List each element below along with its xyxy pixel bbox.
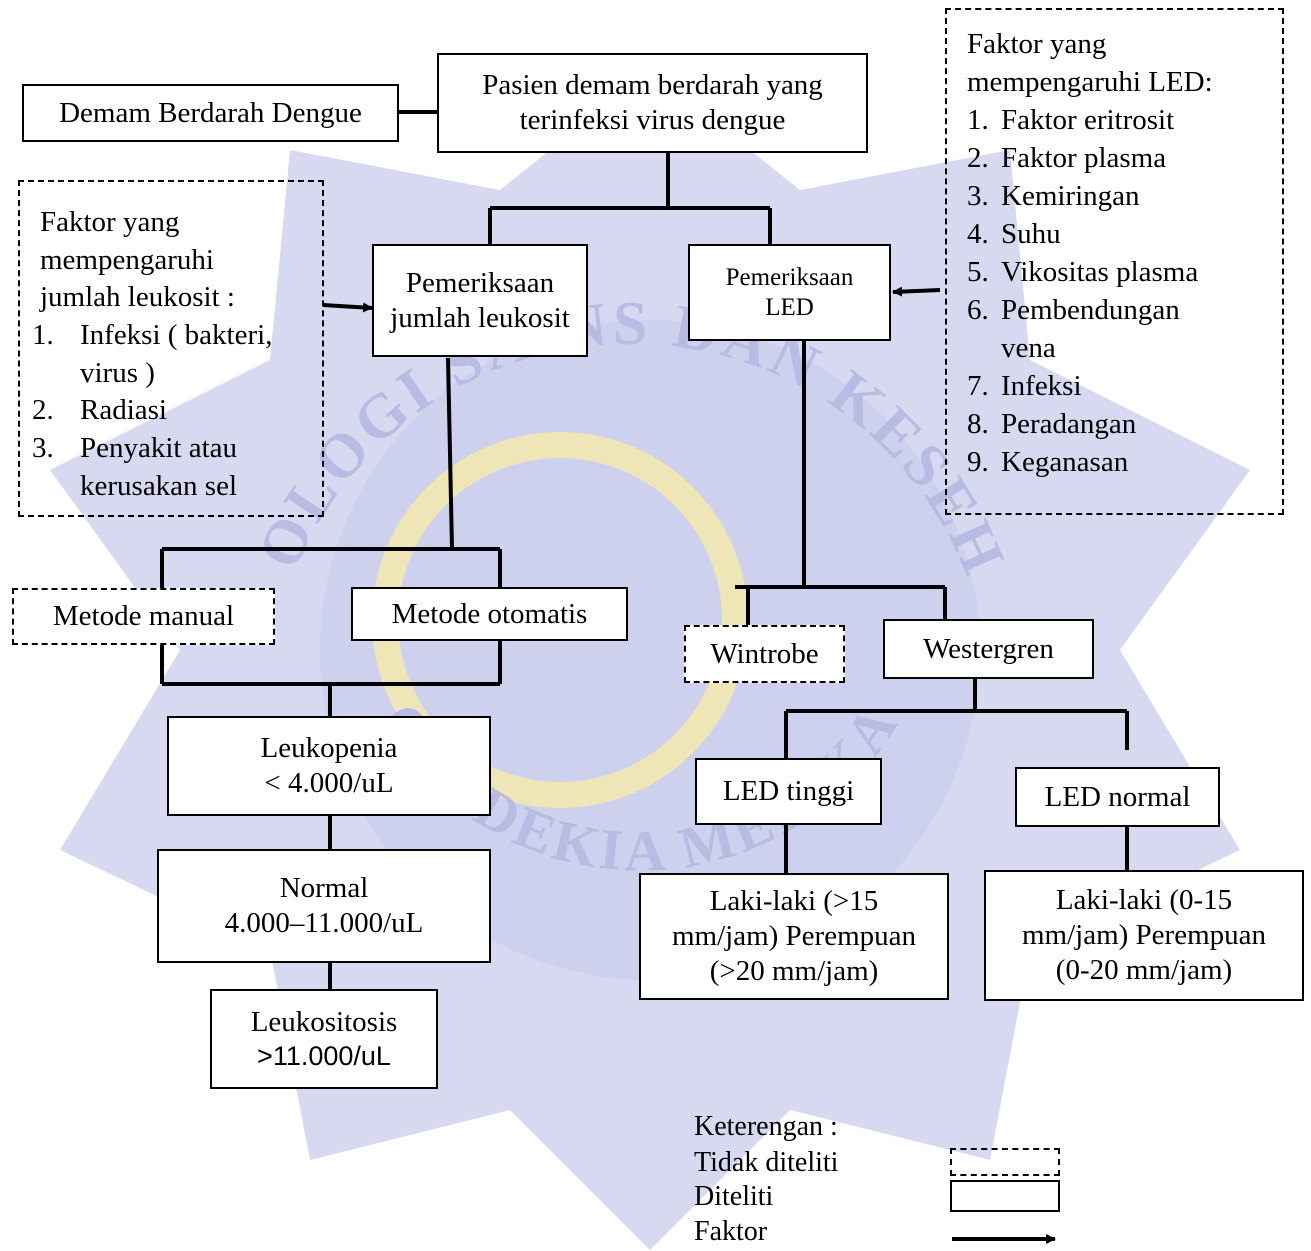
legend-studied-label: Diteliti [694, 1181, 774, 1212]
led-factor-item: 1. Faktor eritrosit [967, 102, 1276, 140]
leukosit-factor-number: 2. [32, 394, 54, 427]
node-led-normal-values-line1: Laki-laki (0-15 [1055, 884, 1233, 917]
node-pemeriksaan-leukosit-line1: Pemeriksaan [405, 266, 555, 299]
node-demam-berdarah-dengue: Demam Berdarah Dengue [22, 84, 399, 142]
legend-title: Keterengan : [694, 1111, 838, 1142]
node-pemeriksaan-led-line1: Pemeriksaan [725, 263, 854, 291]
led-factors-title-line2: mempengaruhi LED: [967, 65, 1213, 98]
led-factor-item: 3. Kemiringan [967, 178, 1276, 216]
node-led-tinggi-values: Laki-laki (>15 mm/jam) Perempuan (>20 mm… [639, 873, 949, 1000]
node-pemeriksaan-leukosit-line2: jumlah leukosit [390, 301, 570, 334]
node-leukositosis: Leukositosis >11.000/uL [210, 989, 438, 1089]
node-led-tinggi-values-line3: (>20 mm/jam) [709, 954, 879, 987]
leukosit-factor-item: 2. Radiasi [32, 392, 316, 430]
led-factors-title-line1: Faktor yang [967, 28, 1107, 60]
led-factor-text: Pembendungan vena [1001, 293, 1180, 364]
led-factor-text: Faktor eritrosit [1001, 103, 1175, 136]
node-led-normal-values: Laki-laki (0-15 mm/jam) Perempuan (0-20 … [984, 870, 1304, 1001]
legend-dashed-box-sample [950, 1148, 1060, 1176]
led-factor-item: 9. Keganasan [967, 444, 1276, 482]
led-factor-item: 6. Pembendungan vena [967, 292, 1276, 368]
node-pemeriksaan-led: Pemeriksaan LED [688, 244, 891, 341]
node-led-tinggi: LED tinggi [695, 758, 882, 825]
legend-not-studied-label: Tidak diteliti [694, 1147, 839, 1178]
node-metode-otomatis: Metode otomatis [351, 587, 628, 641]
node-led-normal-values-line2: mm/jam) Perempuan [1021, 919, 1267, 952]
led-factor-item: 8. Peradangan [967, 406, 1276, 444]
led-factor-item: 4. Suhu [967, 216, 1276, 254]
node-leukopenia-line1: Leukopenia [260, 732, 398, 765]
led-factor-text: Infeksi [1001, 369, 1082, 402]
leukosit-factor-item: 1. Infeksi ( bakteri, virus ) [32, 317, 316, 392]
led-factor-item: 2. Faktor plasma [967, 140, 1276, 178]
led-factor-text: Kemiringan [1001, 179, 1140, 212]
node-led-tinggi-values-line1: Laki-laki (>15 [709, 885, 879, 918]
node-leukopenia: Leukopenia < 4.000/uL [167, 716, 491, 816]
leukosit-factor-number: 3. [32, 432, 54, 465]
node-wintrobe: Wintrobe [684, 625, 845, 683]
leukosit-factors-box: Faktor yang mempengaruhi jumlah leukosit… [18, 180, 324, 517]
node-leukositosis-line2: >11.000/uL [257, 1041, 391, 1072]
led-factor-number: 6. [967, 293, 989, 326]
node-pemeriksaan-leukosit: Pemeriksaan jumlah leukosit [372, 244, 588, 357]
led-factor-number: 4. [967, 217, 989, 250]
connector-leukosit-down [446, 357, 454, 550]
node-metode-manual: Metode manual [12, 588, 275, 645]
led-factor-number: 5. [967, 255, 989, 288]
leukosit-factor-number: 1. [32, 319, 54, 352]
node-pasien: Pasien demam berdarah yang terinfeksi vi… [437, 53, 868, 153]
leukosit-factor-item: 3. Penyakit atau kerusakan sel [32, 430, 316, 505]
leukosit-factors-title-line3: jumlah leukosit : [40, 281, 235, 314]
led-factor-item: 5. Vikositas plasma [967, 254, 1276, 292]
node-westergren: Westergren [883, 619, 1094, 679]
led-factor-number: 9. [967, 445, 989, 478]
led-factor-text: Faktor plasma [1001, 141, 1167, 174]
led-factor-number: 2. [967, 141, 989, 174]
node-led-normal-values-line3: (0-20 mm/jam) [1055, 953, 1233, 986]
node-pasien-line2: terinfeksi virus dengue [519, 104, 786, 136]
arrow-leukosit-factor [322, 302, 373, 313]
leukosit-factors-list: 1. Infeksi ( bakteri, virus ) 2. Radiasi… [32, 317, 316, 505]
legend-factor-label: Faktor [694, 1216, 768, 1247]
led-factor-text: Keganasan [1001, 445, 1129, 478]
led-factor-number: 3. [967, 179, 989, 212]
leukosit-factor-text: Penyakit atau kerusakan sel [80, 432, 238, 502]
node-led-tinggi-values-line2: mm/jam) Perempuan [671, 920, 917, 953]
node-pasien-line1: Pasien demam berdarah yang [482, 69, 823, 102]
node-normal-line1: Normal [279, 872, 369, 905]
led-factor-number: 7. [967, 369, 989, 402]
led-factor-item: 7. Infeksi [967, 368, 1276, 406]
legend-solid-box-sample [950, 1180, 1060, 1212]
led-factors-list: 1. Faktor eritrosit 2. Faktor plasma 3. … [967, 102, 1276, 482]
node-normal-line2: 4.000–11.000/uL [224, 907, 424, 939]
arrow-led-factor [892, 286, 941, 297]
leukosit-factor-text: Infeksi ( bakteri, virus ) [80, 319, 273, 389]
leukosit-factors-title-line1: Faktor yang [40, 206, 180, 238]
leukosit-factors-title-line2: mempengaruhi [40, 243, 214, 276]
node-leukopenia-line2: < 4.000/uL [264, 767, 394, 799]
led-factor-text: Peradangan [1001, 407, 1137, 440]
led-factor-number: 1. [967, 103, 989, 136]
led-factors-box: Faktor yang mempengaruhi LED: 1. Faktor … [945, 8, 1284, 515]
led-factor-text: Suhu [1001, 217, 1061, 250]
led-factor-text: Vikositas plasma [1001, 255, 1199, 288]
led-factor-number: 8. [967, 407, 989, 440]
node-led-normal: LED normal [1015, 767, 1220, 827]
node-leukositosis-line1: Leukositosis [250, 1006, 398, 1039]
node-normal: Normal 4.000–11.000/uL [157, 849, 491, 963]
leukosit-factor-text: Radiasi [80, 394, 167, 427]
node-pemeriksaan-led-line2: LED [765, 293, 814, 321]
